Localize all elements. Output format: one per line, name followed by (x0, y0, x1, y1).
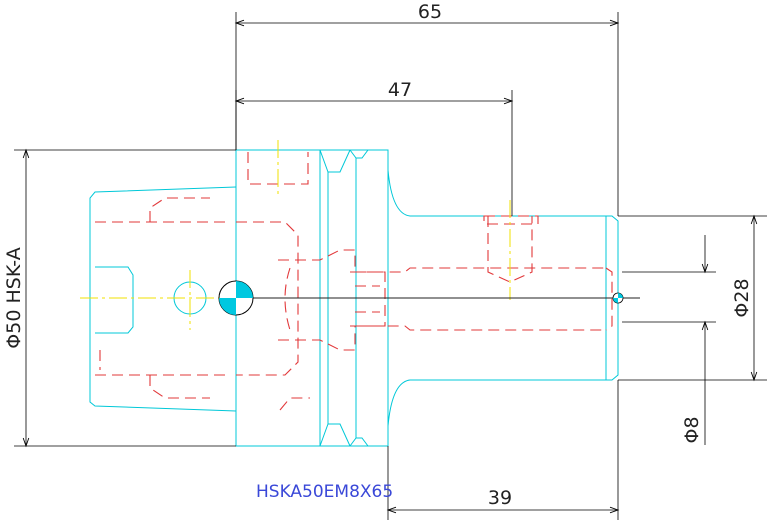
dimension-shank-length: 39 (386, 380, 620, 520)
dim-text-47: 47 (388, 79, 412, 101)
dim-text-phi50: Φ50 HSK-A (3, 247, 25, 348)
center-mark-flange (218, 280, 254, 316)
dimension-body-diameter: Φ28 (618, 214, 767, 382)
center-mark-tip (612, 292, 624, 304)
dimension-flange-diameter: Φ50 HSK-A (3, 148, 236, 448)
dimension-bore-diameter: Φ8 (622, 235, 716, 445)
dim-text-phi8: Φ8 (681, 416, 703, 443)
hidden-lines (95, 152, 613, 411)
dim-text-65: 65 (418, 1, 442, 23)
dim-text-39: 39 (488, 487, 512, 509)
part-label: HSKA50EM8X65 (256, 482, 393, 502)
dim-text-phi28: Φ28 (731, 278, 753, 317)
centerlines (80, 140, 640, 330)
dimension-gauge-length: 47 (234, 79, 514, 216)
